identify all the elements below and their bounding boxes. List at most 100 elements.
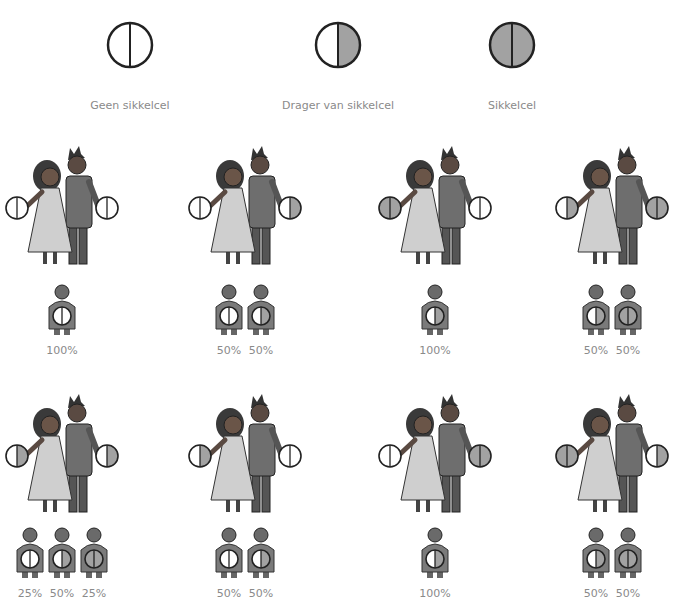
gene-outline [6, 445, 28, 467]
gene-symbol [96, 445, 118, 467]
child-figure [615, 528, 641, 578]
child-figure [216, 285, 242, 335]
head [589, 528, 603, 542]
gene-half [96, 197, 107, 219]
percentage-wrap: 25% [10, 583, 50, 601]
gene-half [107, 197, 118, 219]
gene-half [587, 550, 596, 568]
gene-half [279, 445, 290, 467]
gene-symbol [379, 197, 401, 219]
gene-half [107, 445, 118, 467]
gene-divider [389, 197, 390, 219]
gene-outline [556, 197, 578, 219]
percentage-wrap: 50% [42, 583, 82, 601]
head [222, 285, 236, 299]
leg [262, 472, 270, 512]
gene-half [17, 197, 28, 219]
parent-couple [6, 146, 118, 264]
gene-outline [426, 307, 444, 325]
head [68, 156, 86, 174]
gene-outline [252, 550, 270, 568]
leg [452, 224, 460, 264]
percentage-label: 50% [217, 344, 241, 357]
gene-symbol [279, 445, 301, 467]
head [441, 404, 459, 422]
gene-half [435, 550, 444, 568]
head [621, 285, 635, 299]
gene-symbol [96, 197, 118, 219]
gene-half [30, 550, 39, 568]
gene-half [426, 307, 435, 325]
child-figure [422, 285, 448, 335]
gene-divider [199, 445, 200, 467]
legend-label: Drager van sikkelcel [282, 99, 394, 112]
head [41, 416, 59, 434]
gene-symbol [556, 197, 578, 219]
gene-half [85, 550, 94, 568]
gene-divider [61, 307, 62, 325]
gene-half [587, 307, 596, 325]
legend-label: Geen sikkelcel [90, 99, 169, 112]
gene-symbol [587, 550, 605, 568]
child-figure [248, 285, 274, 335]
gene-half [512, 23, 534, 67]
gene-half [657, 197, 668, 219]
leg [79, 224, 87, 264]
gene-divider [199, 197, 200, 219]
gene-half [480, 445, 491, 467]
gene-symbol [426, 307, 444, 325]
gene-outline [316, 23, 360, 67]
child-body [248, 544, 274, 572]
head [224, 416, 242, 434]
head [254, 285, 268, 299]
child-body [49, 301, 75, 329]
gene-half [6, 445, 17, 467]
gene-outline [469, 197, 491, 219]
gene-divider [260, 550, 261, 568]
gene-outline [379, 197, 401, 219]
head [618, 404, 636, 422]
child-body [583, 301, 609, 329]
gene-half [229, 550, 238, 568]
gene-symbol [619, 307, 637, 325]
hair [33, 408, 61, 440]
child-figure [17, 528, 43, 578]
gene-divider [16, 445, 17, 467]
gene-symbol [556, 445, 578, 467]
gene-half [130, 23, 152, 67]
gene-symbol [108, 23, 152, 67]
percentage-label: 100% [419, 344, 450, 357]
gene-divider [656, 445, 657, 467]
gene-half [261, 550, 270, 568]
head [428, 285, 442, 299]
head [441, 156, 459, 174]
gene-outline [556, 445, 578, 467]
gene-outline [646, 197, 668, 219]
gene-symbol [646, 445, 668, 467]
gene-half [261, 307, 270, 325]
hair [216, 160, 244, 192]
hair [583, 160, 611, 192]
gene-half [646, 197, 657, 219]
legend-entry: Sikkelcel [412, 95, 612, 113]
gene-divider [656, 197, 657, 219]
gene-outline [220, 307, 238, 325]
hair [406, 160, 434, 192]
gene-half [94, 550, 103, 568]
gene-divider [228, 550, 229, 568]
gene-half [646, 445, 657, 467]
gene-symbol [53, 550, 71, 568]
child-body [49, 544, 75, 572]
mother-figure [575, 408, 622, 512]
gene-half [619, 550, 628, 568]
gene-divider [479, 197, 480, 219]
gene-divider [228, 307, 229, 325]
child-figure [422, 528, 448, 578]
gene-half [252, 550, 261, 568]
head [55, 285, 69, 299]
head [414, 416, 432, 434]
gene-divider [61, 550, 62, 568]
gene-half [53, 550, 62, 568]
gene-half [279, 197, 290, 219]
gene-symbol [316, 23, 360, 67]
